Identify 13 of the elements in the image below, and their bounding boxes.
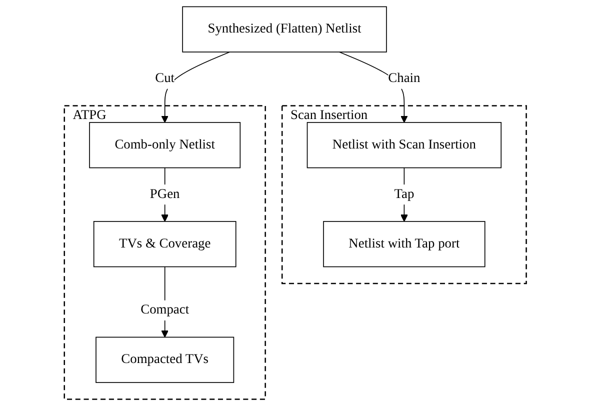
node-box: Comb-only Netlist — [88, 122, 240, 168]
edge-label: Cut — [154, 71, 174, 86]
edge-label: Chain — [388, 71, 420, 86]
node-box: Synthesized (Flatten) Netlist — [182, 6, 387, 52]
edge-label: Tap — [394, 187, 414, 202]
node-box: TVs & Coverage — [93, 221, 236, 268]
node-box: Compacted TVs — [95, 336, 234, 383]
arrow — [160, 52, 230, 123]
edge-label: Compact — [140, 302, 189, 318]
arrow — [400, 167, 408, 222]
edge-label: PGen — [150, 187, 180, 202]
node-box: Netlist with Tap port — [322, 221, 485, 268]
node-box: Netlist with Scan Insertion — [306, 122, 502, 168]
